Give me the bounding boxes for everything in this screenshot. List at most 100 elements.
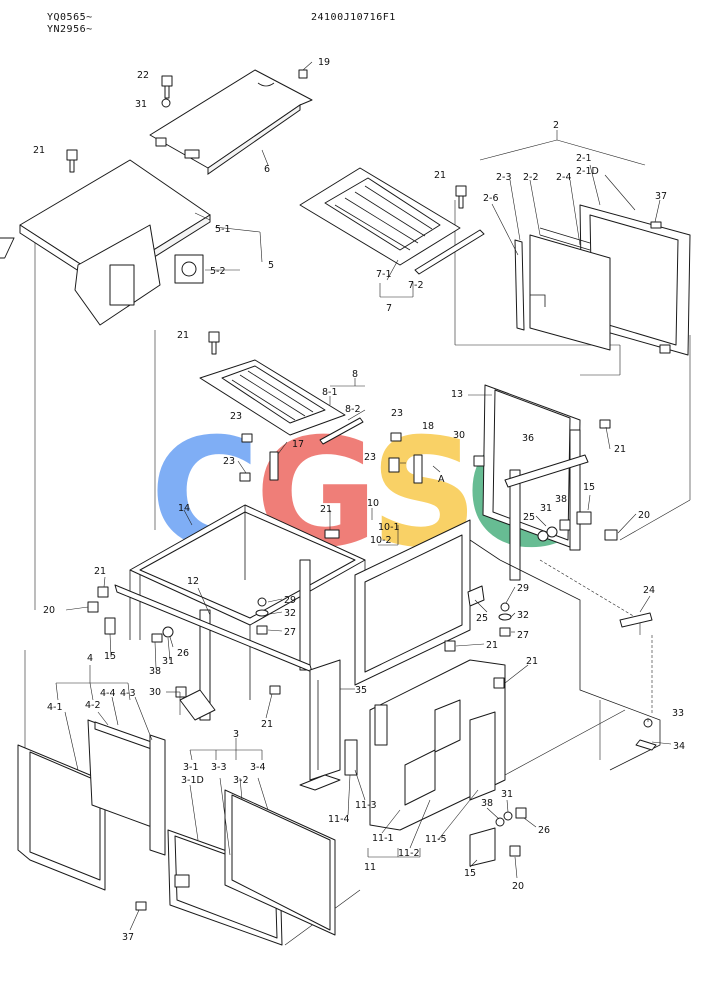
cover-5 (0, 159, 211, 326)
callout-36: 36 (522, 433, 534, 444)
callout-23-b: 23 (391, 408, 403, 419)
callout-2-4: 2-4 (556, 172, 572, 183)
callout-21-i: 21 (261, 719, 273, 730)
leader-lines (55, 61, 672, 931)
callout-19: 19 (318, 57, 330, 68)
callout-21: 21 (33, 145, 45, 156)
callout-15-b: 15 (104, 651, 116, 662)
base-outline (469, 539, 661, 771)
callout-3: 3 (233, 729, 239, 740)
callout-2-1d: 2-1D (576, 166, 599, 177)
callout-10-1: 10-1 (378, 522, 400, 533)
callout-21-b: 21 (434, 170, 446, 181)
callout-21-d: 21 (614, 444, 626, 455)
callout-7-1: 7-1 (376, 269, 392, 280)
callout-6: 6 (264, 164, 270, 175)
callout-21-e: 21 (320, 504, 332, 515)
callout-2-3: 2-3 (496, 172, 512, 183)
callout-20-a: 20 (638, 510, 650, 521)
callout-10: 10 (367, 498, 379, 509)
callout-20-b: 20 (43, 605, 55, 616)
callout-2-1: 2-1 (576, 153, 592, 164)
callout-20-c: 20 (512, 881, 524, 892)
bracket-35 (299, 659, 341, 791)
callout-27-a: 27 (284, 627, 296, 638)
callout-38-b: 38 (149, 666, 161, 677)
callout-30-a: 30 (453, 430, 465, 441)
callout-7-2: 7-2 (408, 280, 424, 291)
callout-31-b: 31 (540, 503, 552, 514)
callout-a: A (438, 474, 445, 485)
callout-8: 8 (352, 369, 358, 380)
callout-37: 37 (655, 191, 667, 202)
callout-5: 5 (268, 260, 274, 271)
callout-2-6: 2-6 (483, 193, 499, 204)
callout-24: 24 (643, 585, 655, 596)
grille-panel-8 (199, 359, 364, 445)
side-panel-2 (514, 204, 691, 356)
callout-11: 11 (364, 862, 376, 873)
serial-range-1: YQ0565~ (47, 12, 93, 23)
callout-18: 18 (422, 421, 434, 432)
callout-11-2: 11-2 (398, 848, 420, 859)
grille-panel-7 (299, 167, 485, 275)
callout-37-b: 37 (122, 932, 134, 943)
callout-3-4: 3-4 (250, 762, 266, 773)
callout-23-d: 23 (364, 452, 376, 463)
callout-5-1: 5-1 (215, 224, 231, 235)
callout-31: 31 (135, 99, 147, 110)
callout-23-c: 23 (223, 456, 235, 467)
drawing-number: 24100J10716F1 (311, 12, 396, 23)
callout-2-2: 2-2 (523, 172, 539, 183)
top-cover-6 (149, 69, 313, 175)
callout-labels: 22 19 31 21 6 5-1 5 5-2 2 2-1 2-1D 2-3 2… (33, 57, 685, 943)
callout-13: 13 (451, 389, 463, 400)
callout-27-b: 27 (517, 630, 529, 641)
callout-26-a: 26 (177, 648, 189, 659)
callout-11-1: 11-1 (372, 833, 394, 844)
callout-31-c: 31 (162, 656, 174, 667)
callout-35: 35 (355, 685, 367, 696)
panel-11 (344, 659, 506, 831)
callout-21-h: 21 (526, 656, 538, 667)
callout-26-b: 26 (538, 825, 550, 836)
callout-38-c: 38 (481, 798, 493, 809)
side-panel-4 (17, 719, 166, 891)
fasteners (66, 69, 671, 911)
callout-12: 12 (187, 576, 199, 587)
callout-4-2: 4-2 (85, 700, 101, 711)
callout-17: 17 (292, 439, 304, 450)
callout-4-3: 4-3 (120, 688, 136, 699)
callout-32-a: 32 (284, 608, 296, 619)
callout-30-b: 30 (149, 687, 161, 698)
callout-11-3: 11-3 (355, 800, 377, 811)
callout-25-a: 25 (523, 512, 535, 523)
callout-3-3: 3-3 (211, 762, 227, 773)
callout-15-a: 15 (583, 482, 595, 493)
serial-range-2: YN2956~ (47, 24, 93, 35)
callout-33: 33 (672, 708, 684, 719)
callout-23-a: 23 (230, 411, 242, 422)
callout-32-b: 32 (517, 610, 529, 621)
callout-3-1d: 3-1D (181, 775, 204, 786)
callout-2: 2 (553, 120, 559, 131)
callout-29-b: 29 (517, 583, 529, 594)
callout-11-4: 11-4 (328, 814, 350, 825)
frame-13 (482, 384, 589, 581)
callout-11-5: 11-5 (425, 834, 447, 845)
callout-21-c: 21 (177, 330, 189, 341)
callout-4: 4 (87, 653, 93, 664)
callout-22: 22 (137, 70, 149, 81)
callout-10-2: 10-2 (370, 535, 392, 546)
callout-38-a: 38 (555, 494, 567, 505)
callout-21-g: 21 (486, 640, 498, 651)
callout-4-1: 4-1 (47, 702, 63, 713)
callout-15-c: 15 (464, 868, 476, 879)
callout-8-1: 8-1 (322, 387, 338, 398)
callout-25-b: 25 (476, 613, 488, 624)
callout-8-2: 8-2 (345, 404, 361, 415)
callout-7: 7 (386, 303, 392, 314)
callout-3-2: 3-2 (233, 775, 249, 786)
